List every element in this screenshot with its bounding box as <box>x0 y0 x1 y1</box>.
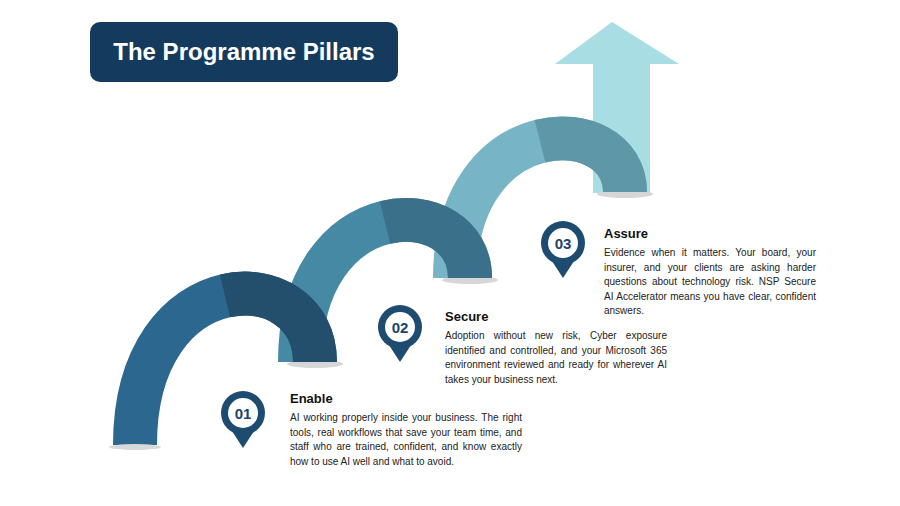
pillar-description: Adoption without new risk, Cyber exposur… <box>445 329 667 387</box>
arch-shade <box>540 138 625 192</box>
map-pin: 02 <box>377 304 423 362</box>
pillar-text: Enable AI working properly inside your bu… <box>290 391 522 469</box>
callout-number: 02 <box>377 304 423 350</box>
shadow <box>109 444 161 450</box>
arch <box>135 294 315 445</box>
arch-shade <box>385 220 470 278</box>
pillar-node: 03 AssureEvidence when it matters. Your b… <box>540 220 816 319</box>
pillar-description: Evidence when it matters. Your board, yo… <box>604 246 816 319</box>
pillar-node: 02 SecureAdoption without new risk, Cyber… <box>377 304 667 387</box>
pillar-text: AssureEvidence when it matters. Your boa… <box>604 226 816 319</box>
pin-ring <box>378 305 422 349</box>
callout-number: 03 <box>540 220 586 266</box>
callout-number: 01 <box>220 390 266 436</box>
pillar-text: SecureAdoption without new risk, Cyber e… <box>445 309 667 387</box>
pin-ring <box>221 391 265 435</box>
pillar-description: AI working properly inside your business… <box>290 411 522 469</box>
arrow-head <box>555 22 679 64</box>
arch-shade <box>225 294 315 362</box>
pin-ring <box>541 221 585 265</box>
pillar-node: 01 Enable AI working properly inside your … <box>220 390 522 469</box>
map-pin: 03 <box>540 220 586 278</box>
pillar-heading: Assure <box>604 226 816 241</box>
pillar-heading: Enable <box>290 391 522 406</box>
title-banner: The Programme Pillars <box>90 22 398 82</box>
map-pin: 01 <box>220 390 266 448</box>
